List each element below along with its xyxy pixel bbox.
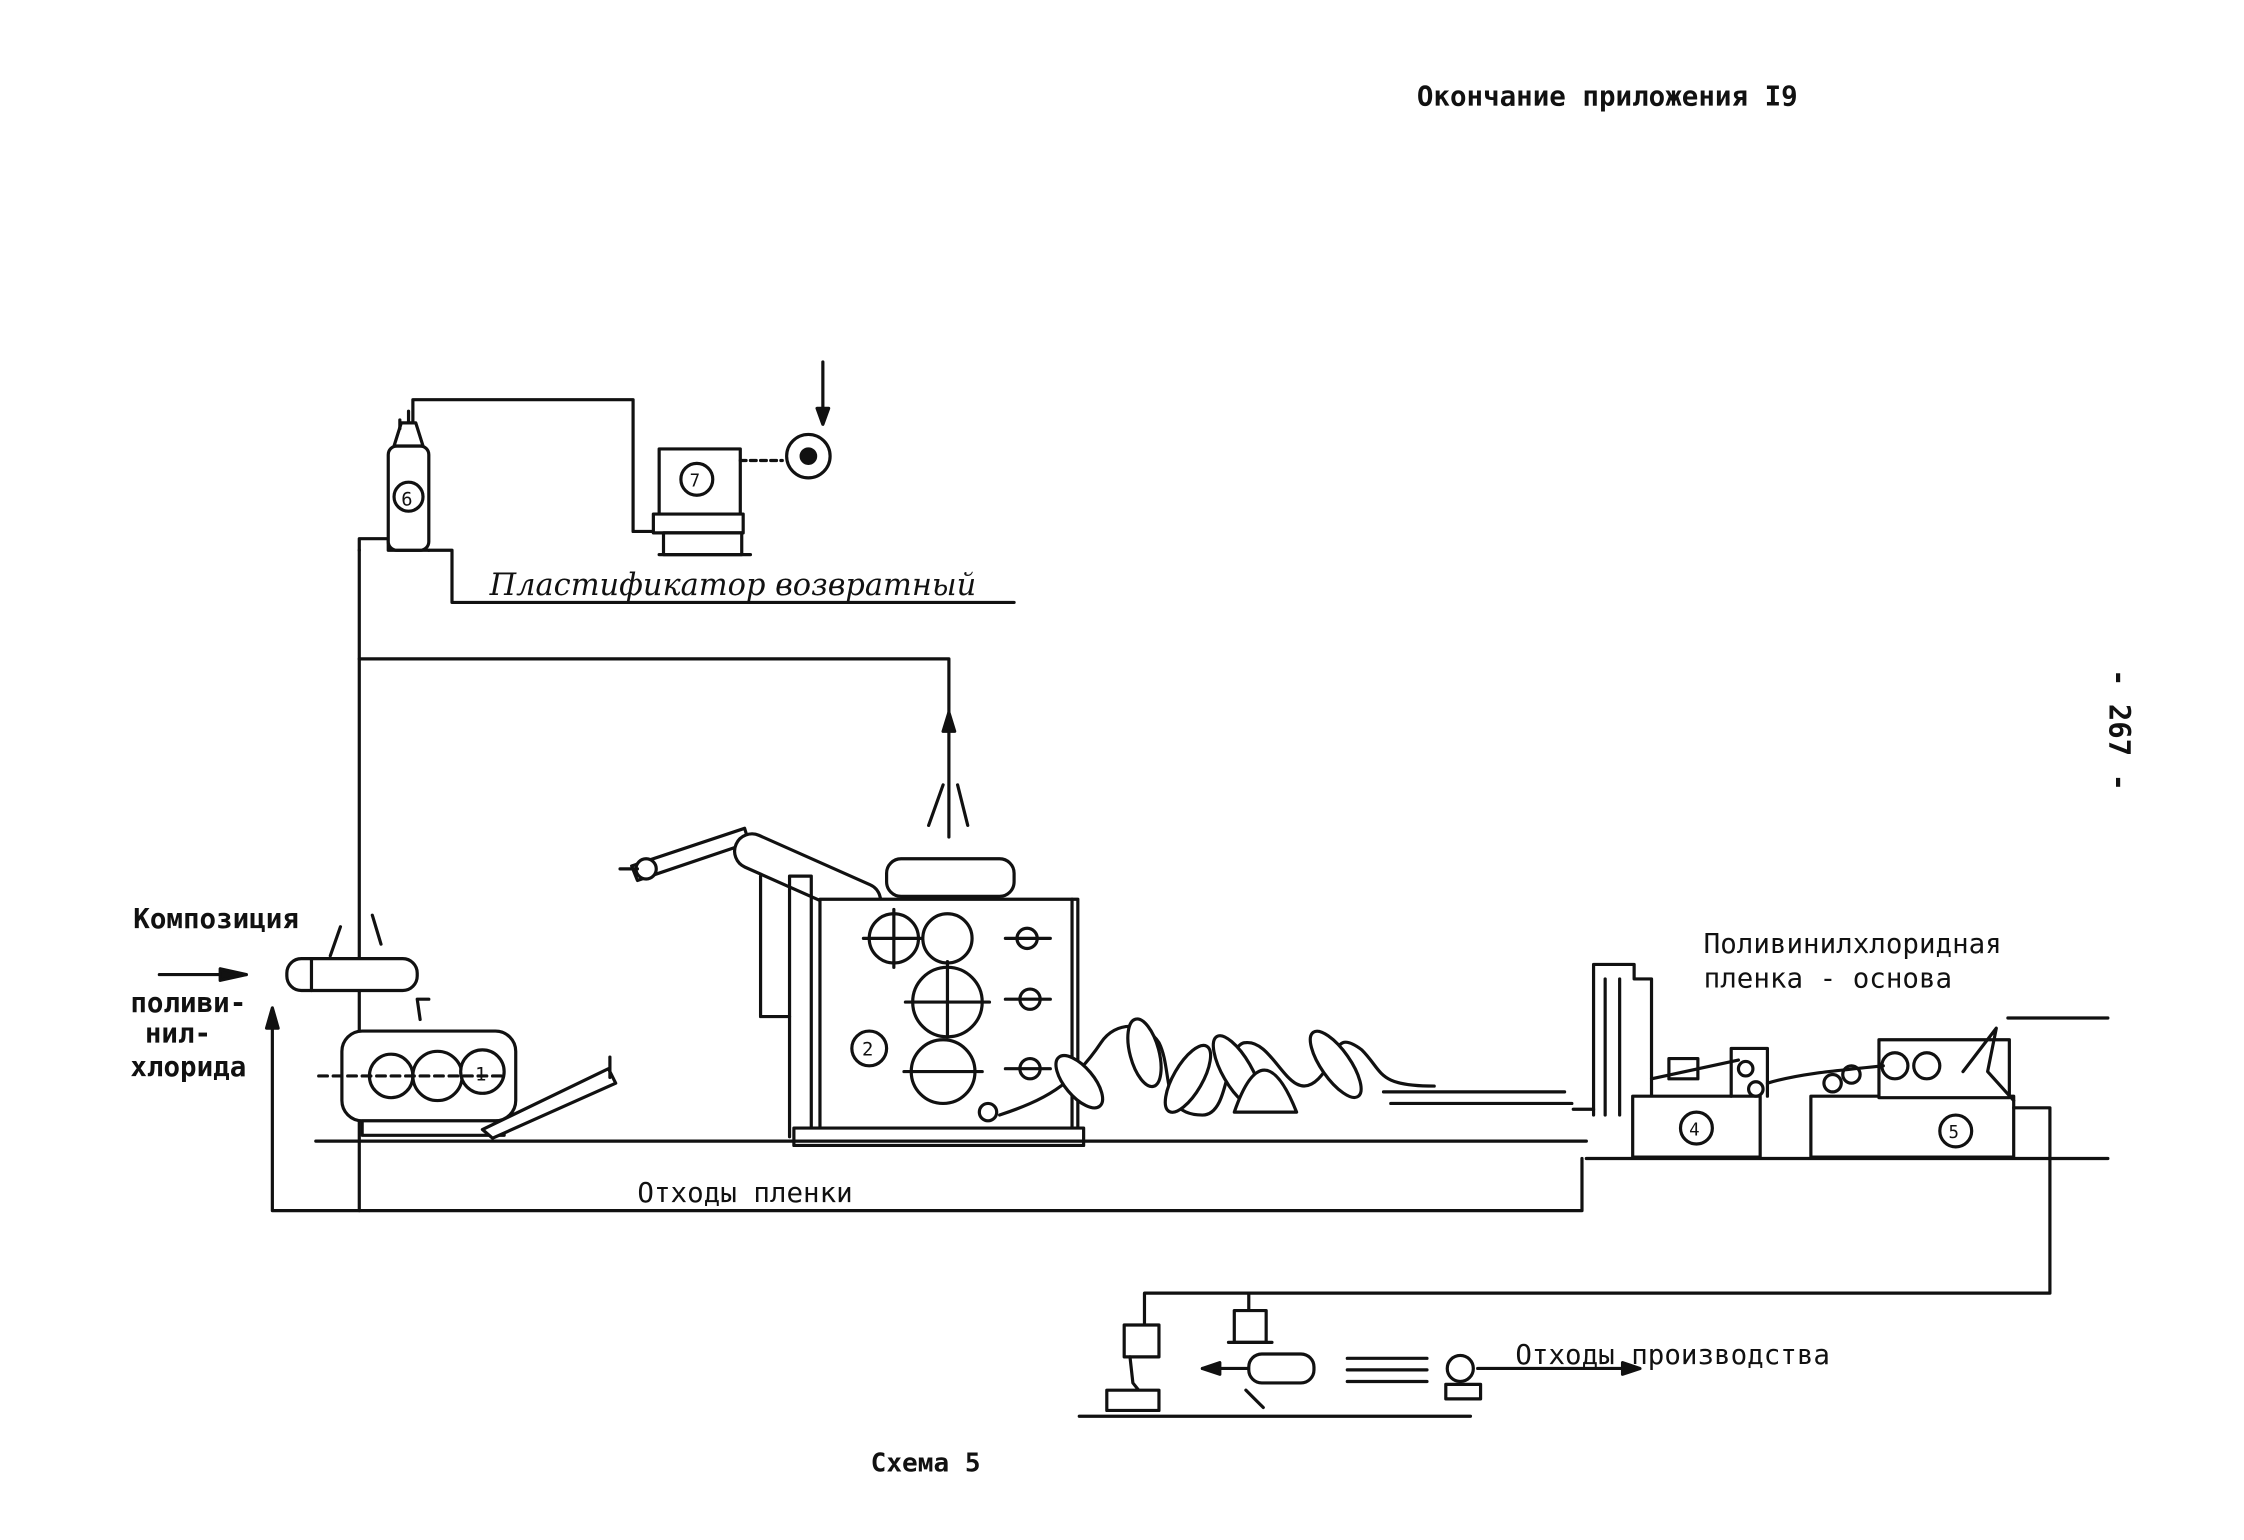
winding-tower: [1571, 962, 1654, 1117]
unit-number-2: 2: [862, 1040, 873, 1061]
page-number: - 267 -: [2102, 669, 2136, 791]
label-pvc-1: поливи-: [130, 987, 246, 1019]
feed-arrow: [157, 967, 248, 982]
label-base-film-1: Поливинилхлоридная: [1704, 928, 2002, 960]
dosing-feeder: [285, 913, 419, 993]
calender-2: 2: [618, 826, 1086, 1148]
unit-number-7: 7: [690, 472, 700, 492]
page-title: Окончание приложения I9: [1417, 81, 1798, 113]
label-plasticizer-return: Пластификатор возвратный: [489, 568, 977, 603]
unit-number-5: 5: [1949, 1123, 1959, 1143]
filter-7: 7: [651, 447, 784, 557]
mixer-1: 1: [317, 997, 618, 1140]
label-pvc-3: хлорида: [130, 1051, 246, 1083]
condenser-6: 6: [386, 409, 431, 552]
unit-number-4: 4: [1689, 1120, 1699, 1140]
unit-number-1: 1: [475, 1064, 486, 1085]
cooling-drums: [998, 1017, 1574, 1117]
label-base-film-2: пленка - основа: [1704, 963, 1952, 995]
production-waste-line: [1142, 1156, 2052, 1349]
floor-lines: [314, 1016, 2110, 1161]
label-pvc-2: нил-: [145, 1018, 211, 1050]
scheme-caption: Схема 5: [871, 1448, 981, 1478]
waste-processing-units: [1077, 1308, 1642, 1418]
label-film-waste: Отходы пленки: [637, 1177, 852, 1209]
fan-icon: [785, 360, 832, 480]
unit-number-6: 6: [401, 489, 412, 510]
vapour-pipe: [357, 657, 970, 839]
label-composition: Композиция: [133, 903, 299, 935]
unit-4: 4: [1631, 1046, 1770, 1159]
label-production-waste: Отходы производства: [1515, 1339, 1830, 1371]
unit-5: 5: [1765, 1026, 2052, 1161]
film-waste-line: [264, 1006, 1584, 1213]
